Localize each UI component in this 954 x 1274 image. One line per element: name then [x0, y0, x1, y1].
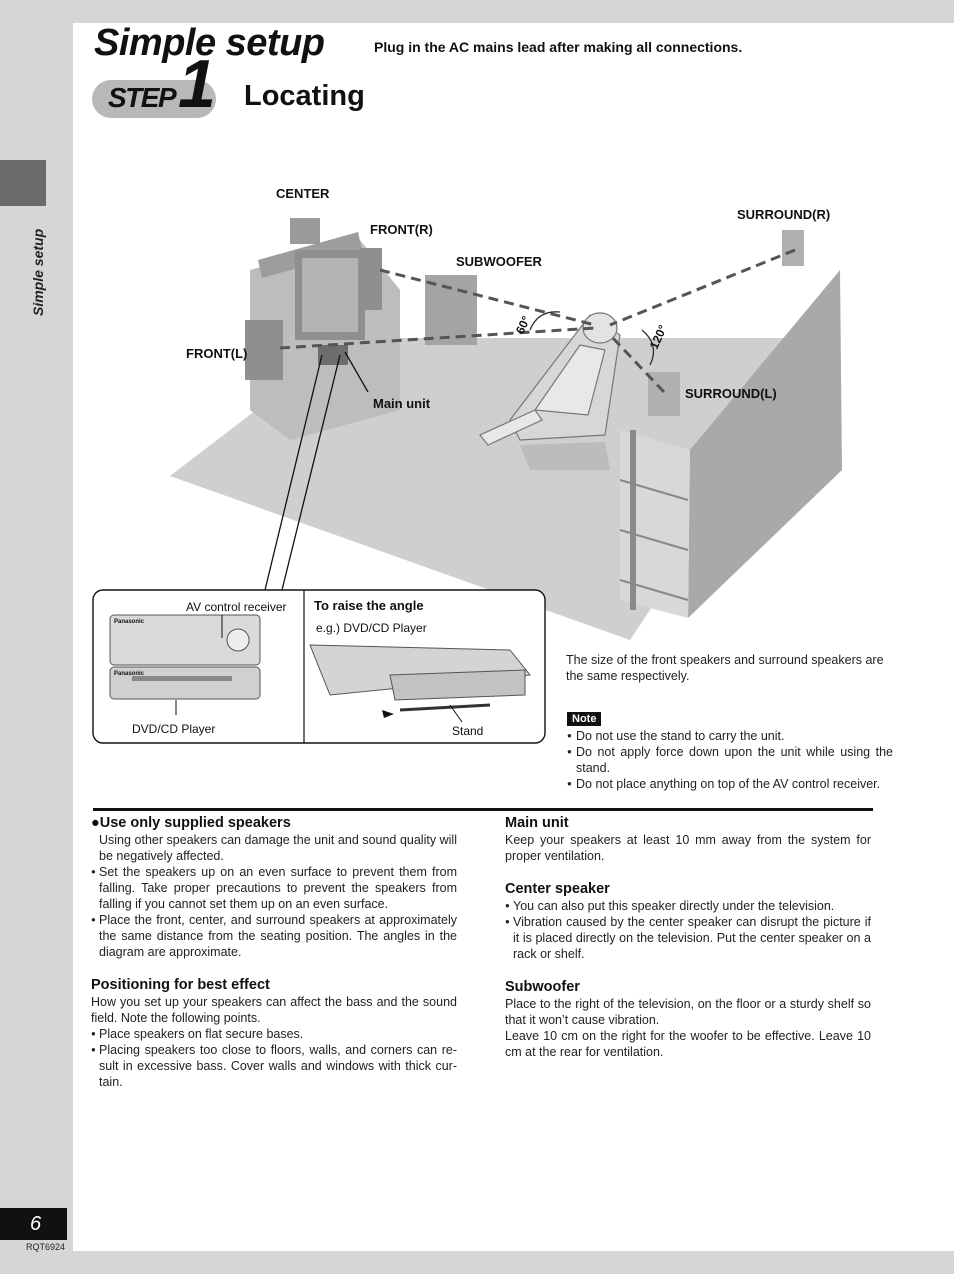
section-subtitle: Locating	[244, 80, 365, 112]
section-divider	[93, 808, 873, 811]
label-raise-angle: To raise the angle	[314, 598, 424, 613]
front-left-speaker	[245, 320, 283, 380]
main-unit-shape	[318, 345, 348, 365]
listening-lines	[279, 248, 796, 394]
label-dvd-player: DVD/CD Player	[132, 722, 216, 736]
label-front-left: FRONT(L)	[186, 346, 248, 361]
heading-main-unit: Main unit	[505, 815, 569, 831]
listener-head	[582, 312, 618, 344]
raised-player-drawing	[309, 644, 531, 696]
list-item: Vibration caused by the center speaker c…	[505, 914, 871, 962]
label-stand: Stand	[452, 724, 484, 738]
list-item: Place the front, center, and surround sp…	[91, 912, 457, 960]
list-item: You can also put this speaker directly u…	[505, 898, 871, 914]
shelf-post	[630, 430, 636, 610]
right-column: Main unit Keep your speakers at least 10…	[505, 814, 871, 1060]
positioning-list: Place speakers on flat secure bases. Pla…	[91, 1026, 457, 1090]
list-item: Place speakers on flat secure bases.	[91, 1026, 457, 1042]
heading-center-speaker: Center speaker	[505, 881, 610, 897]
label-main-unit: Main unit	[373, 396, 431, 411]
room-illustration	[92, 218, 842, 744]
angle-arc-60	[529, 311, 561, 331]
note-item: Do not use the stand to carry the unit.	[567, 728, 893, 744]
center-speaker-list: You can also put this speaker directly u…	[505, 898, 871, 962]
brand-logo-receiver: Panasonic	[114, 619, 145, 625]
speaker-size-info: The size of the front speakers and surro…	[566, 653, 884, 683]
speaker-layout-diagram: CENTER FRONT(R) SUBWOOFER SURROUND(R) FR…	[90, 170, 890, 810]
label-raise-example: e.g.) DVD/CD Player	[316, 621, 427, 635]
step-badge	[92, 80, 216, 118]
side-section-label: Simple setup	[30, 228, 46, 316]
chair-shadow	[520, 442, 610, 470]
angle-arc-120	[641, 329, 655, 366]
subwoofer-text-1: Place to the right of the television, on…	[505, 997, 871, 1027]
left-column: ●Use only supplied speakers Using other …	[91, 814, 457, 1090]
heading-subwoofer: Subwoofer	[505, 979, 580, 995]
surround-right-speaker	[782, 230, 804, 266]
label-av-receiver: AV control receiver	[186, 600, 287, 614]
main-unit-text: Keep your speakers at least 10 mm away f…	[505, 833, 871, 863]
step-word: STEP	[108, 82, 177, 113]
note-item: Do not place anything on top of the AV c…	[567, 776, 893, 792]
subwoofer-text-2: Leave 10 cm on the right for the woofer …	[505, 1029, 871, 1059]
listener-body	[533, 344, 606, 416]
subwoofer-shape	[425, 275, 477, 345]
positioning-text: How you set up your speakers can affect …	[91, 995, 457, 1025]
page-title: Simple setup	[94, 22, 325, 64]
supplied-speakers-list: Set the speakers up on an even surface t…	[91, 864, 457, 960]
list-item: Set the speakers up on an even surface t…	[91, 864, 457, 912]
front-right-speaker	[360, 248, 382, 310]
page-number: 6	[0, 1208, 67, 1240]
label-surround-right: SURROUND(R)	[737, 207, 831, 222]
note-badge: Note	[567, 712, 602, 726]
dvd-player-drawing	[109, 666, 261, 700]
heading-positioning: Positioning for best effect	[91, 977, 270, 993]
label-subwoofer: SUBWOOFER	[456, 254, 542, 269]
note-item: Do not apply force down upon the unit wh…	[567, 744, 893, 776]
right-wall	[688, 270, 842, 618]
brand-logo-dvd: Panasonic	[114, 671, 145, 677]
heading-supplied-speakers: ●Use only supplied speakers	[91, 815, 291, 831]
list-item: Placing speakers too close to floors, wa…	[91, 1042, 457, 1090]
note-list: Do not use the stand to carry the unit. …	[567, 728, 893, 792]
instruction-text: Plug in the AC mains lead after making a…	[374, 39, 743, 55]
supplied-speakers-text: Using other speakers can damage the unit…	[99, 833, 457, 863]
step-number: 1	[178, 46, 216, 122]
left-margin-rail	[0, 0, 72, 1274]
center-speaker	[290, 218, 320, 244]
section-tab-marker	[0, 160, 46, 206]
label-surround-left: SURROUND(L)	[685, 386, 777, 401]
shelf-front	[620, 430, 690, 618]
label-front-right: FRONT(R)	[370, 222, 433, 237]
document-code: RQT6924	[26, 1242, 66, 1252]
label-center: CENTER	[276, 186, 330, 201]
